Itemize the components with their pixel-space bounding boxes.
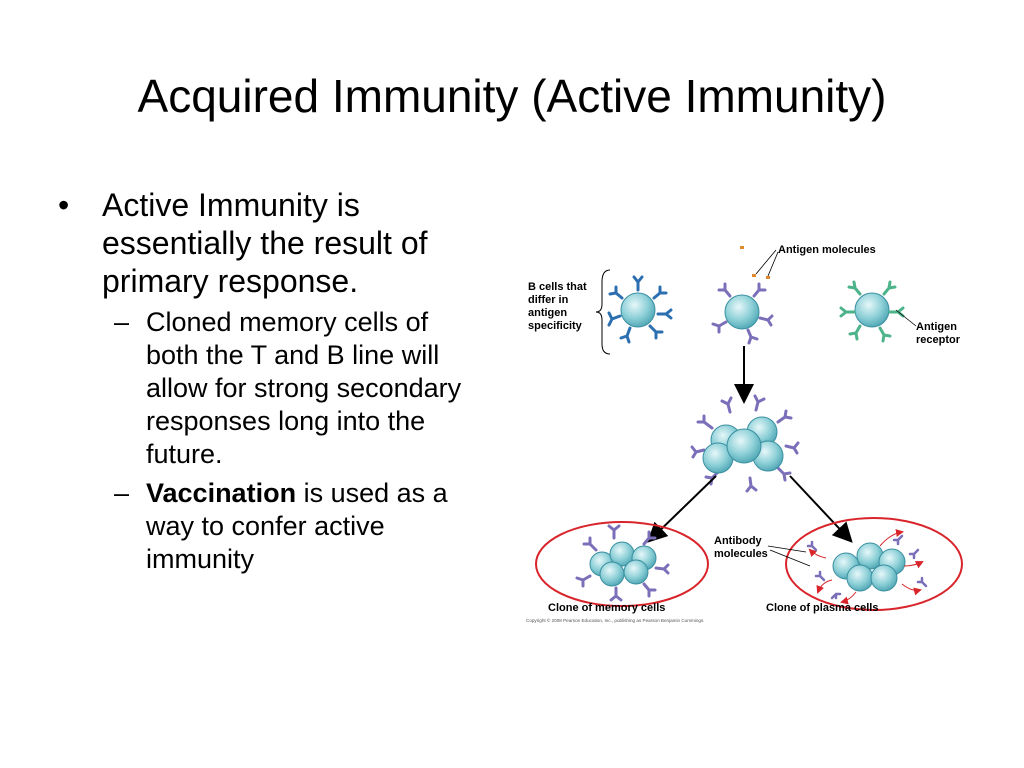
dash-icon: – bbox=[114, 307, 130, 337]
b-cell-blue bbox=[607, 275, 673, 344]
antibody-label: Antibody molecules bbox=[714, 535, 768, 560]
slide-title: Acquired Immunity (Active Immunity) bbox=[137, 70, 887, 122]
bullet-dot-icon: • bbox=[58, 187, 70, 223]
sub-bullet-text: is used as a way to confer active immuni… bbox=[146, 478, 448, 574]
clonal-selection-diagram: B cells that differ in antigen specifici… bbox=[526, 244, 963, 623]
b-cell-green bbox=[839, 280, 905, 343]
receptor-label: Antigen receptor bbox=[916, 321, 961, 346]
emphasis-text: Vaccination bbox=[146, 478, 297, 508]
proliferating-cluster bbox=[690, 394, 800, 493]
antigen-label: Antigen molecules bbox=[778, 244, 876, 256]
bcells-label: B cells that differ in antigen specifici… bbox=[528, 281, 590, 332]
plasma-arrow bbox=[789, 475, 853, 543]
memory-cells-label: Clone of memory cells bbox=[548, 602, 665, 614]
copyright-text: Copyright © 2008 Pearson Education, Inc.… bbox=[526, 617, 705, 623]
dash-icon: – bbox=[114, 478, 130, 508]
bracket-icon bbox=[595, 269, 611, 355]
plasma-cells-label: Clone of plasma cells bbox=[766, 602, 878, 614]
memory-cells-ellipse bbox=[535, 521, 709, 607]
bullet-list: • Active Immunity is essentially the res… bbox=[58, 186, 478, 576]
bullet-text: Active Immunity is essentially the resul… bbox=[102, 187, 428, 299]
plasma-cells-ellipse bbox=[785, 517, 963, 611]
memory-cell-cluster bbox=[575, 524, 670, 602]
bullet-item: • Active Immunity is essentially the res… bbox=[58, 186, 478, 300]
antigen-dot-icon bbox=[740, 246, 770, 279]
sub-bullet-item: – Cloned memory cells of both the T and … bbox=[58, 306, 478, 471]
plasma-cell-cluster bbox=[806, 529, 928, 605]
memory-arrow bbox=[647, 475, 717, 543]
b-cell-selected bbox=[711, 282, 774, 345]
sub-bullet-item: – Vaccination is used as a way to confer… bbox=[58, 477, 478, 576]
sub-bullet-text: Cloned memory cells of both the T and B … bbox=[146, 307, 462, 469]
